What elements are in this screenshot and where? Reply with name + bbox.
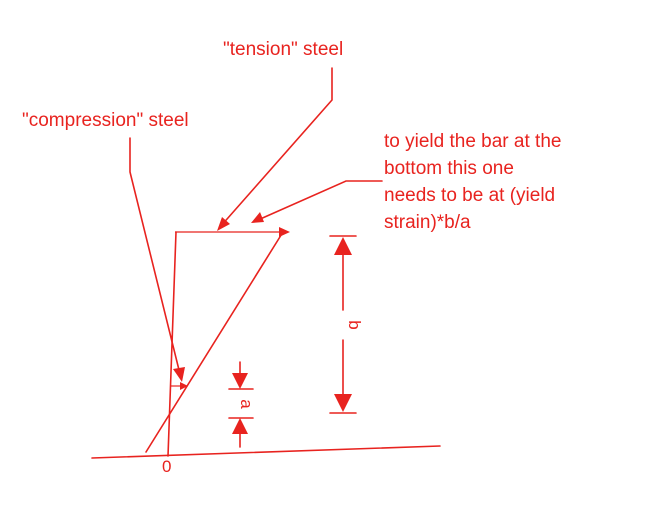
dim-a-arrowhead-top: [232, 373, 248, 389]
compression-leader: [129, 137, 181, 375]
tension-steel-label: "tension" steel: [223, 39, 343, 60]
dim-b-arrowhead-top: [334, 237, 352, 255]
strain-profile-line: [145, 231, 284, 453]
tension-leader-arrowhead: [217, 217, 230, 231]
compression-steel-label: "compression" steel: [22, 110, 189, 131]
dim-b-arrowhead-bottom: [334, 394, 352, 412]
dim-a-arrowhead-bottom: [232, 418, 248, 434]
note-leader-arrowhead: [251, 212, 264, 223]
compression-strain-arrowhead: [180, 382, 188, 390]
note-leader: [257, 180, 383, 221]
tension-leader: [219, 67, 333, 228]
note-line-4: strain)*b/a: [384, 212, 471, 233]
dim-a-label: a: [237, 399, 256, 409]
note-line-1: to yield the bar at the: [384, 131, 561, 152]
top-strain-arrowhead: [279, 227, 290, 237]
dim-b-label: b: [345, 320, 364, 329]
note-line-2: bottom this one: [384, 158, 514, 179]
compression-leader-arrowhead: [173, 367, 185, 382]
zero-label: 0: [162, 457, 171, 476]
note-line-3: needs to be at (yield: [384, 185, 555, 206]
baseline: [91, 445, 441, 459]
